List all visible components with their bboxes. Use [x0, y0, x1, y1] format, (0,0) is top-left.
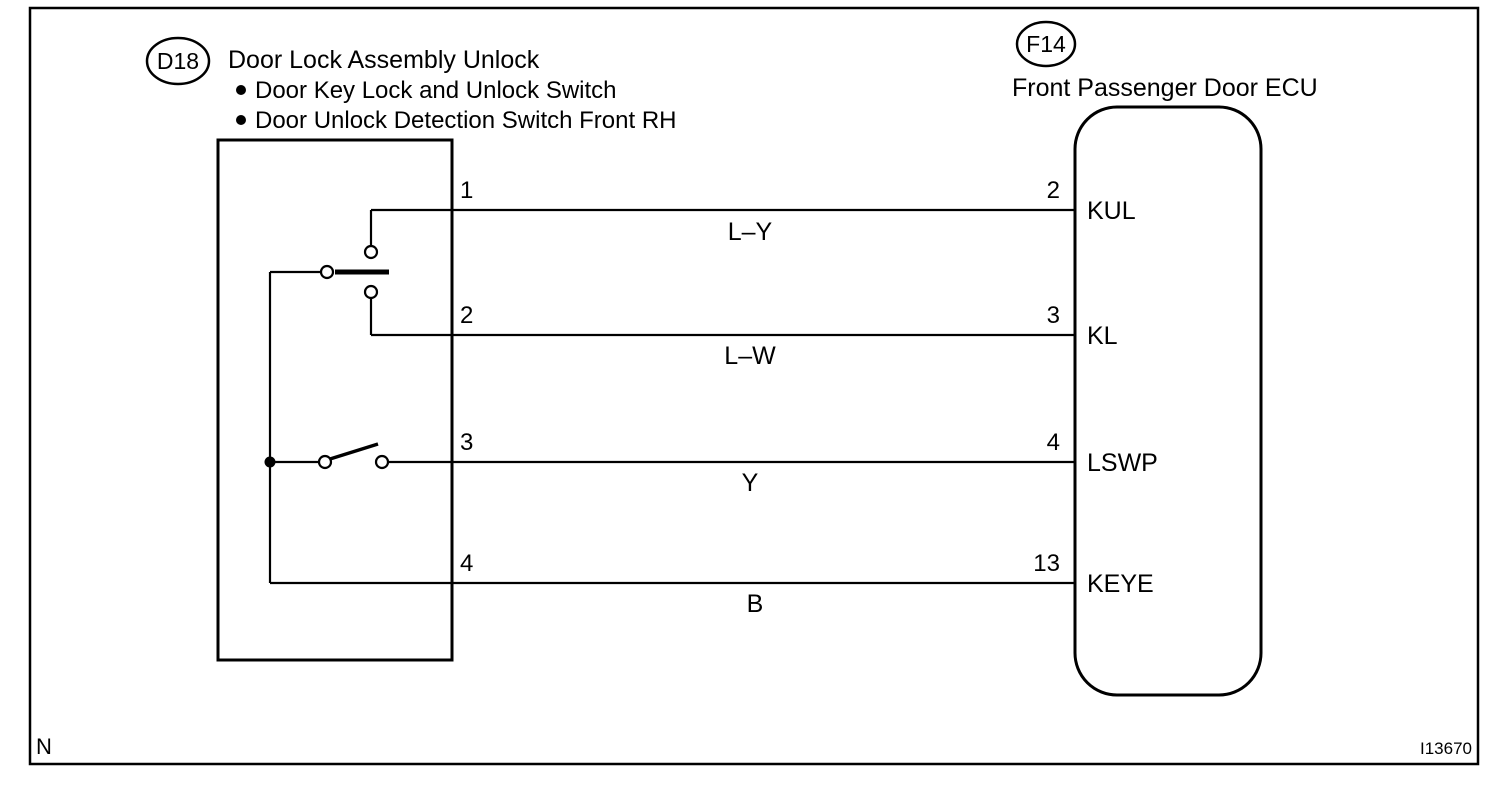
ecu-pin-label: LSWP — [1087, 449, 1158, 477]
door-lock-assembly-box — [216, 138, 454, 662]
switch1-pole-contact — [319, 264, 335, 280]
switch2-pole-contact — [317, 454, 333, 470]
left-pin-number: 2 — [460, 302, 473, 329]
right-connector-title: Front Passenger Door ECU — [1012, 74, 1318, 102]
footer-note: N — [36, 734, 52, 759]
wire-color-label: L–Y — [728, 218, 773, 246]
wire-2 — [369, 297, 1075, 337]
right-pin-number: 4 — [1047, 429, 1060, 456]
wire-1 — [369, 208, 1075, 247]
left-pin-number: 4 — [460, 550, 473, 577]
junction-dot — [264, 456, 276, 468]
right-pin-number: 13 — [1033, 550, 1060, 577]
ecu-pin-labels: KUL KL LSWP KEYE — [1087, 197, 1158, 598]
right-connector-header: F14 Front Passenger Door ECU — [1012, 20, 1318, 102]
wire-color-label: Y — [742, 469, 759, 497]
switch2-blade — [329, 442, 379, 461]
left-connector-title: Door Lock Assembly Unlock — [228, 46, 540, 74]
right-pin-numbers: 2 3 4 13 — [1033, 177, 1060, 577]
left-connector-header: D18 Door Lock Assembly Unlock Door Key L… — [145, 36, 676, 134]
ecu-pin-label: KEYE — [1087, 570, 1154, 598]
connector-id-oval-d18 — [145, 36, 211, 86]
switch1-lower-contact — [363, 284, 379, 300]
connector-id-d18: D18 — [157, 48, 199, 74]
left-pin-numbers: 1 2 3 4 — [460, 177, 473, 577]
left-connector-bullet-1: Door Key Lock and Unlock Switch — [255, 77, 617, 104]
bullet-icon — [236, 115, 246, 125]
switch1-upper-contact — [363, 244, 379, 260]
wire-color-labels: L–Y L–W Y B — [724, 218, 776, 618]
right-pin-number: 2 — [1047, 177, 1060, 204]
ecu-pin-label: KUL — [1087, 197, 1136, 225]
wire-color-label: L–W — [724, 342, 776, 370]
switch-internal-wiring — [264, 244, 390, 583]
door-ecu-box — [1073, 105, 1263, 697]
left-pin-number: 3 — [460, 429, 473, 456]
left-connector-bullet-2: Door Unlock Detection Switch Front RH — [255, 107, 676, 134]
left-pin-number: 1 — [460, 177, 473, 204]
bullet-icon — [236, 85, 246, 95]
figure-number: I13670 — [1420, 739, 1472, 758]
right-pin-number: 3 — [1047, 302, 1060, 329]
connector-id-oval-f14 — [1015, 20, 1077, 68]
switch2-throw-contact — [374, 454, 390, 470]
ecu-pin-label: KL — [1087, 322, 1118, 350]
connector-id-f14: F14 — [1026, 31, 1066, 57]
wire-color-label: B — [747, 590, 764, 618]
diagram-border — [28, 6, 1480, 766]
